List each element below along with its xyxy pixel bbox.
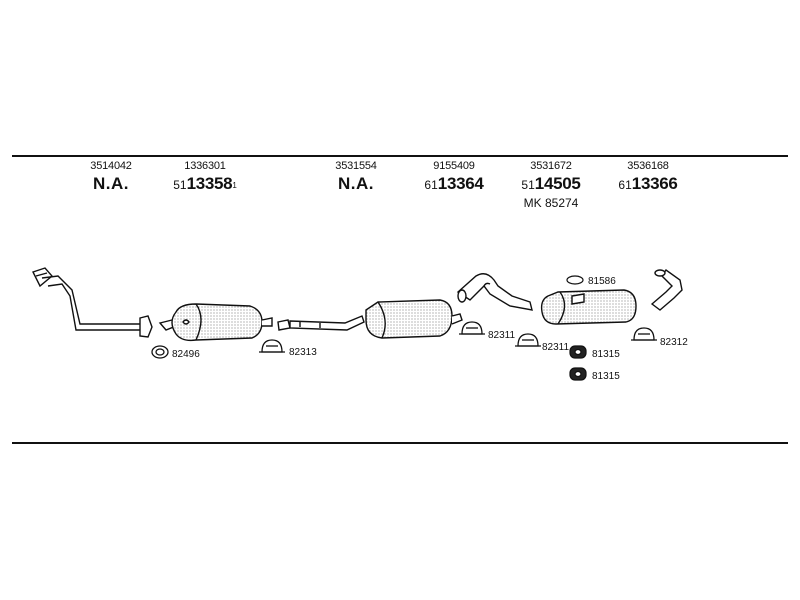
clamp-82311-a: [459, 321, 485, 335]
rubber-hanger-81315-a: [569, 345, 587, 359]
rear-connecting-pipe: [456, 273, 533, 311]
label-81586: 81586: [588, 276, 616, 287]
clamp-82312: [631, 327, 657, 341]
ref-number: 14505: [534, 174, 581, 193]
label-81315-a: 81315: [592, 349, 620, 360]
top-rule: [12, 155, 788, 157]
ref-prefix: 61: [618, 178, 632, 192]
label-82313: 82313: [289, 347, 317, 358]
intermediate-pipe: [277, 315, 365, 331]
center-silencer: [365, 299, 463, 339]
label-82496: 82496: [172, 349, 200, 360]
clamp-82311-b: [515, 333, 541, 347]
tail-pipe: [650, 269, 683, 311]
not-available-label: N.A.: [338, 174, 374, 193]
label-81315-b: 81315: [592, 371, 620, 382]
column-header-6: 3536168 6113366: [618, 160, 677, 195]
rubber-hanger-81315-b: [569, 367, 587, 381]
gasket-ring-82496: [151, 345, 169, 359]
oe-number: 9155409: [433, 160, 475, 172]
column-header-3: 3531554 N.A.: [335, 160, 377, 195]
column-header-1: 3514042 N.A.: [90, 160, 132, 195]
ref-prefix: 61: [424, 178, 438, 192]
mounting-kit-number: MK 85274: [523, 196, 579, 210]
ref-prefix: 51: [521, 178, 535, 192]
clamp-82313: [259, 339, 285, 353]
ref-number: 13364: [437, 174, 484, 193]
not-available-label: N.A.: [93, 174, 129, 193]
ref-number: 13366: [631, 174, 678, 193]
bottom-rule: [12, 442, 788, 444]
column-header-2: 1336301 51133581: [173, 160, 237, 195]
oe-number: 3514042: [90, 160, 132, 172]
oe-number: 1336301: [184, 160, 226, 172]
label-82311-b: 82311: [542, 342, 570, 353]
column-header-5: 3531672 5114505 MK 85274: [521, 160, 580, 211]
oe-number: 3536168: [627, 160, 669, 172]
oe-number: 3531554: [335, 160, 377, 172]
ref-superscript: 1: [232, 181, 237, 190]
rear-silencer: [540, 289, 637, 325]
ref-number: 13358: [186, 174, 233, 193]
label-82311-a: 82311: [488, 330, 516, 341]
ref-prefix: 51: [173, 178, 187, 192]
front-silencer: [158, 303, 273, 342]
gasket-81586: [566, 275, 584, 285]
label-82312: 82312: [660, 337, 688, 348]
front-pipe: [32, 267, 153, 338]
oe-number: 3531672: [530, 160, 572, 172]
column-header-4: 9155409 6113364: [424, 160, 483, 195]
